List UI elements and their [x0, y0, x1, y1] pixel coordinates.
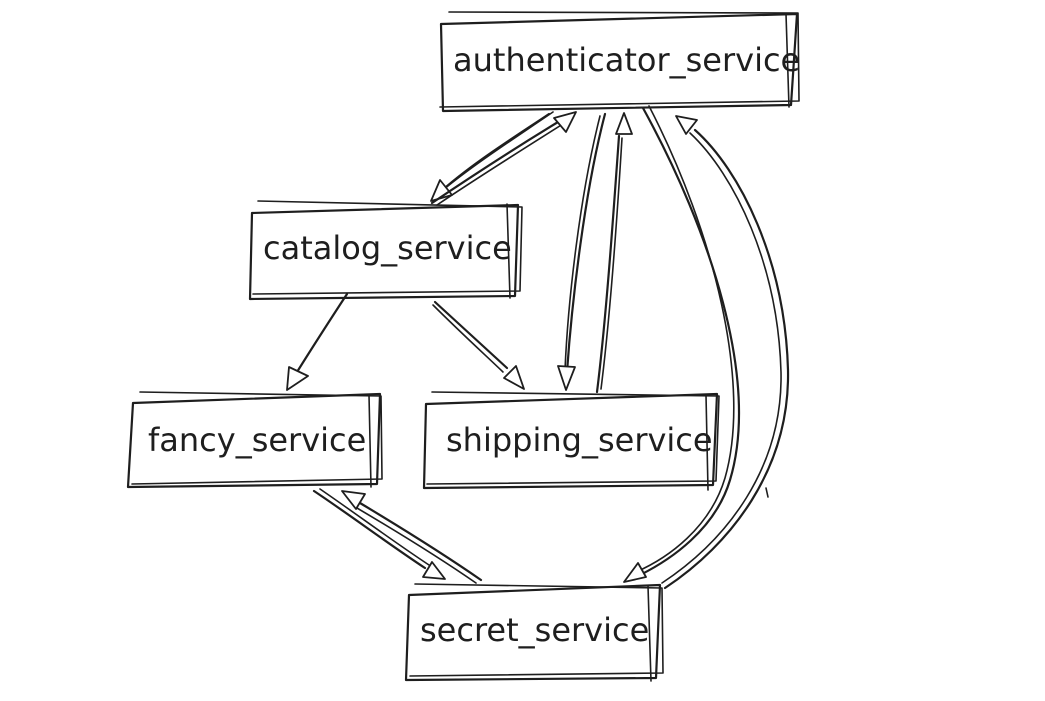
node-fancy-service[interactable]: fancy_service	[126, 391, 383, 489]
edge-authenticator-to-shipping	[557, 112, 607, 391]
edge-authenticator-to-secret	[623, 105, 740, 583]
edge-secret-to-authenticator	[661, 115, 790, 590]
node-label-secret-service: secret_service	[420, 611, 649, 649]
edge-catalog-to-fancy	[286, 292, 349, 391]
node-label-catalog-service: catalog_service	[263, 229, 512, 267]
node-authenticator-service[interactable]: authenticator_service	[439, 11, 800, 113]
edge-authenticator-to-catalog	[430, 111, 554, 202]
edge-catalog-to-shipping	[432, 300, 525, 390]
node-secret-service[interactable]: secret_service	[404, 583, 664, 682]
edge-shipping-to-authenticator	[595, 112, 633, 394]
edge-secret-to-fancy	[341, 490, 483, 584]
node-label-shipping-service: shipping_service	[446, 421, 713, 459]
node-label-fancy-service: fancy_service	[148, 421, 366, 459]
edge-catalog-to-authenticator	[430, 111, 577, 206]
node-shipping-service[interactable]: shipping_service	[422, 391, 720, 491]
node-catalog-service[interactable]: catalog_service	[248, 200, 523, 301]
edge-fancy-to-secret	[312, 488, 446, 580]
node-label-authenticator-service: authenticator_service	[453, 41, 800, 79]
